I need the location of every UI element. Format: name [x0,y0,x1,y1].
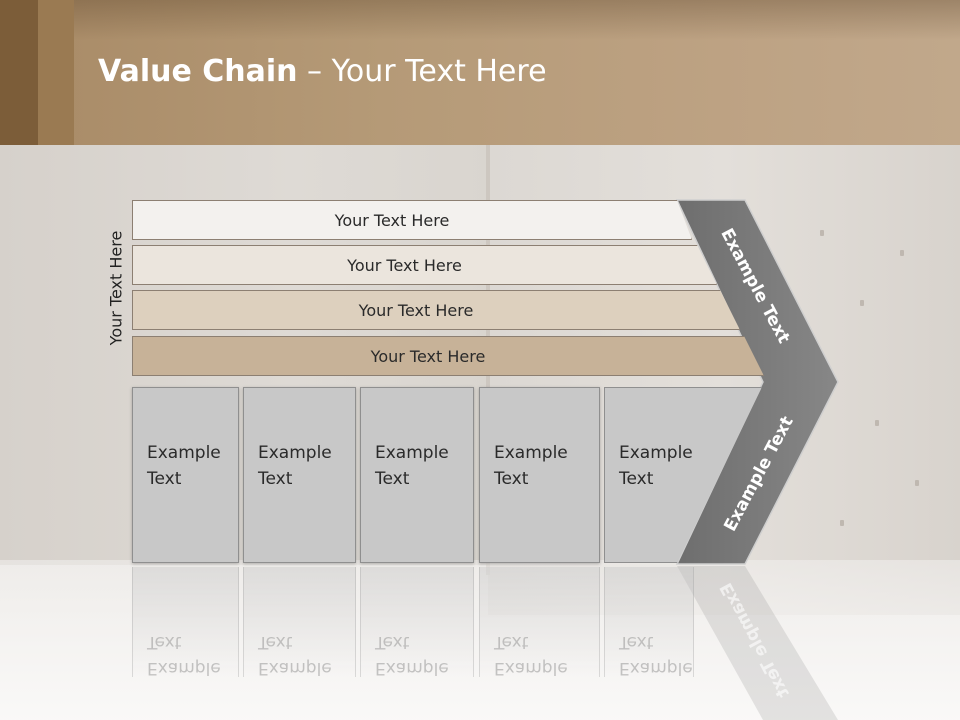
box-line: Text [147,469,182,489]
box-line: Text [619,632,654,652]
reflection-text: Example Text [619,629,693,681]
background-mark [860,300,864,306]
box-reflection: Example Text [604,567,694,678]
background-mark [900,250,904,256]
background-floor [0,560,960,720]
box-line: Example [619,443,693,463]
background-mark [915,480,919,486]
box-line: Text [258,469,293,489]
box-line: Text [619,469,654,489]
band-4[interactable]: Your Text Here [132,336,764,376]
box-line: Text [147,632,182,652]
reflection-text: Example Text [147,629,221,681]
box-line: Text [375,469,410,489]
box-line: Example [375,443,449,463]
box-line: Text [258,632,293,652]
band-3[interactable]: Your Text Here [132,290,740,330]
box-line: Example [494,443,568,463]
band-1[interactable]: Your Text Here [132,200,692,240]
title-bold: Value Chain [98,54,298,89]
reflection-text: Example Text [375,629,449,681]
band-3-label: Your Text Here [358,300,474,320]
box-line: Example [494,658,568,678]
reflection-text: Example Text [494,629,568,681]
reflection-text: Example Text [258,629,332,681]
box-line: Example [258,443,332,463]
header-accent-bar [0,0,38,145]
title-header: Value Chain – Your Text Here [0,0,960,145]
title-rest: – Your Text Here [297,54,547,89]
band-2-label: Your Text Here [347,255,462,275]
background-mark [840,520,844,526]
box-line: Example [258,658,332,678]
box-line: Text [494,469,529,489]
box-line: Example [147,443,221,463]
background-mark [875,420,879,426]
box-reflection: Example Text [132,567,239,678]
box-line: Example [147,658,221,678]
background-mark [820,230,824,236]
box-reflection: Example Text [479,567,600,678]
box-reflection: Example Text [360,567,474,678]
box-line: Example [375,658,449,678]
band-2[interactable]: Your Text Here [132,245,717,285]
slide-title[interactable]: Value Chain – Your Text Here [98,54,547,89]
box-reflection: Example Text [243,567,356,678]
box-line: Example [619,658,693,678]
band-1-label: Your Text Here [334,210,450,230]
box-line: Text [494,632,529,652]
chevron-arrow-shape [675,199,839,565]
chevron-arrow-reflection [677,566,838,720]
box-line: Text [375,632,410,652]
header-accent-bar [38,0,74,145]
band-4-label: Your Text Here [370,346,486,366]
header-shade [0,0,960,40]
